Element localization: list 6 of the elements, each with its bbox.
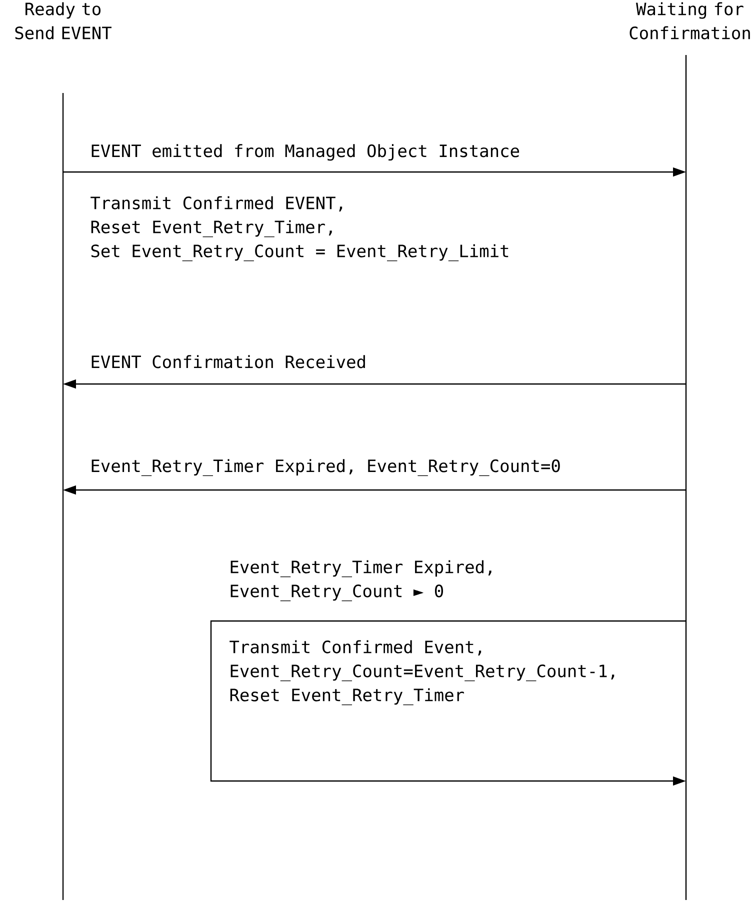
edge-label: EVENT emitted from Managed Object Instance <box>92 144 520 161</box>
edge-label: Event_Retry_Timer Expired, Event_Retry_Count ► 0 <box>230 560 492 602</box>
edge-label: Event_Retry_Timer Expired, Event_Retry_Count=0 <box>92 459 560 476</box>
action-text: Transmit Confirmed EVENT, Reset Event_Retry_Timer, Set Event_Retry_Count = Event_Retry_Limit <box>90 196 508 262</box>
state-lifeline: Waiting for Confirmation <box>630 2 750 901</box>
edge-label: EVENT Confirmation Received <box>92 355 365 368</box>
